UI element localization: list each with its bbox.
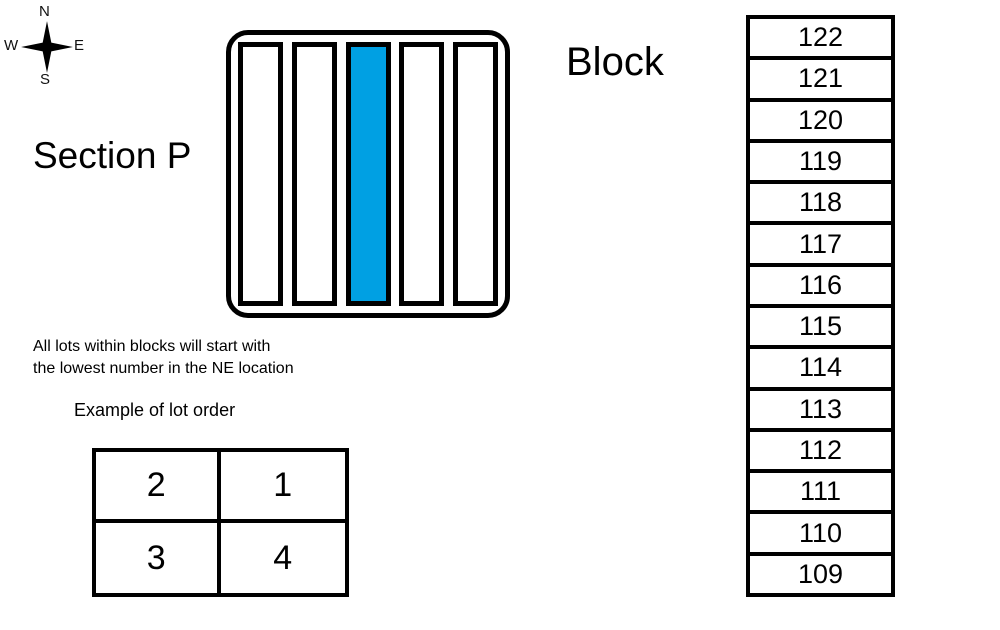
block-list-row[interactable]: 118 bbox=[750, 184, 891, 226]
block-bar-selected[interactable] bbox=[345, 42, 391, 306]
block-list-row[interactable]: 115 bbox=[750, 308, 891, 350]
section-title: Section P bbox=[33, 135, 192, 176]
block-list-row[interactable]: 110 bbox=[750, 514, 891, 556]
block-list-row[interactable]: 112 bbox=[750, 432, 891, 474]
block-header-label: Block bbox=[566, 40, 664, 84]
block-list-row[interactable]: 119 bbox=[750, 143, 891, 185]
compass-north-label: N bbox=[39, 3, 50, 20]
block-bar[interactable] bbox=[291, 42, 337, 306]
compass-rose: N S W E bbox=[2, 4, 98, 90]
lot-order-cell: 1 bbox=[220, 452, 345, 523]
block-list-row[interactable]: 111 bbox=[750, 473, 891, 515]
block-diagram-bars bbox=[238, 42, 498, 306]
example-caption: Example of lot order bbox=[74, 400, 236, 420]
block-bar[interactable] bbox=[453, 42, 498, 306]
block-list-row[interactable]: 113 bbox=[750, 391, 891, 432]
block-list-row[interactable]: 114 bbox=[750, 349, 891, 391]
block-list-row[interactable]: 122 bbox=[750, 19, 891, 61]
lot-order-cell: 2 bbox=[96, 452, 221, 523]
lot-order-cell: 4 bbox=[273, 538, 293, 577]
block-bar[interactable] bbox=[238, 42, 283, 306]
block-list-row[interactable]: 117 bbox=[750, 225, 891, 267]
compass-east-label: E bbox=[74, 37, 85, 54]
block-diagram bbox=[226, 30, 510, 318]
block-list-row[interactable]: 116 bbox=[750, 267, 891, 308]
lot-numbering-note: All lots within blocks will start with t… bbox=[33, 338, 294, 377]
block-list-row[interactable]: 121 bbox=[750, 60, 891, 102]
compass-west-label: W bbox=[4, 37, 19, 54]
block-list-row[interactable]: 109 bbox=[797, 558, 844, 589]
compass-south-label: S bbox=[40, 71, 51, 88]
lot-order-cell: 3 bbox=[96, 522, 221, 593]
compass-rose-icon bbox=[21, 21, 73, 73]
block-bar[interactable] bbox=[399, 42, 445, 306]
block-list-row[interactable]: 120 bbox=[750, 102, 891, 143]
